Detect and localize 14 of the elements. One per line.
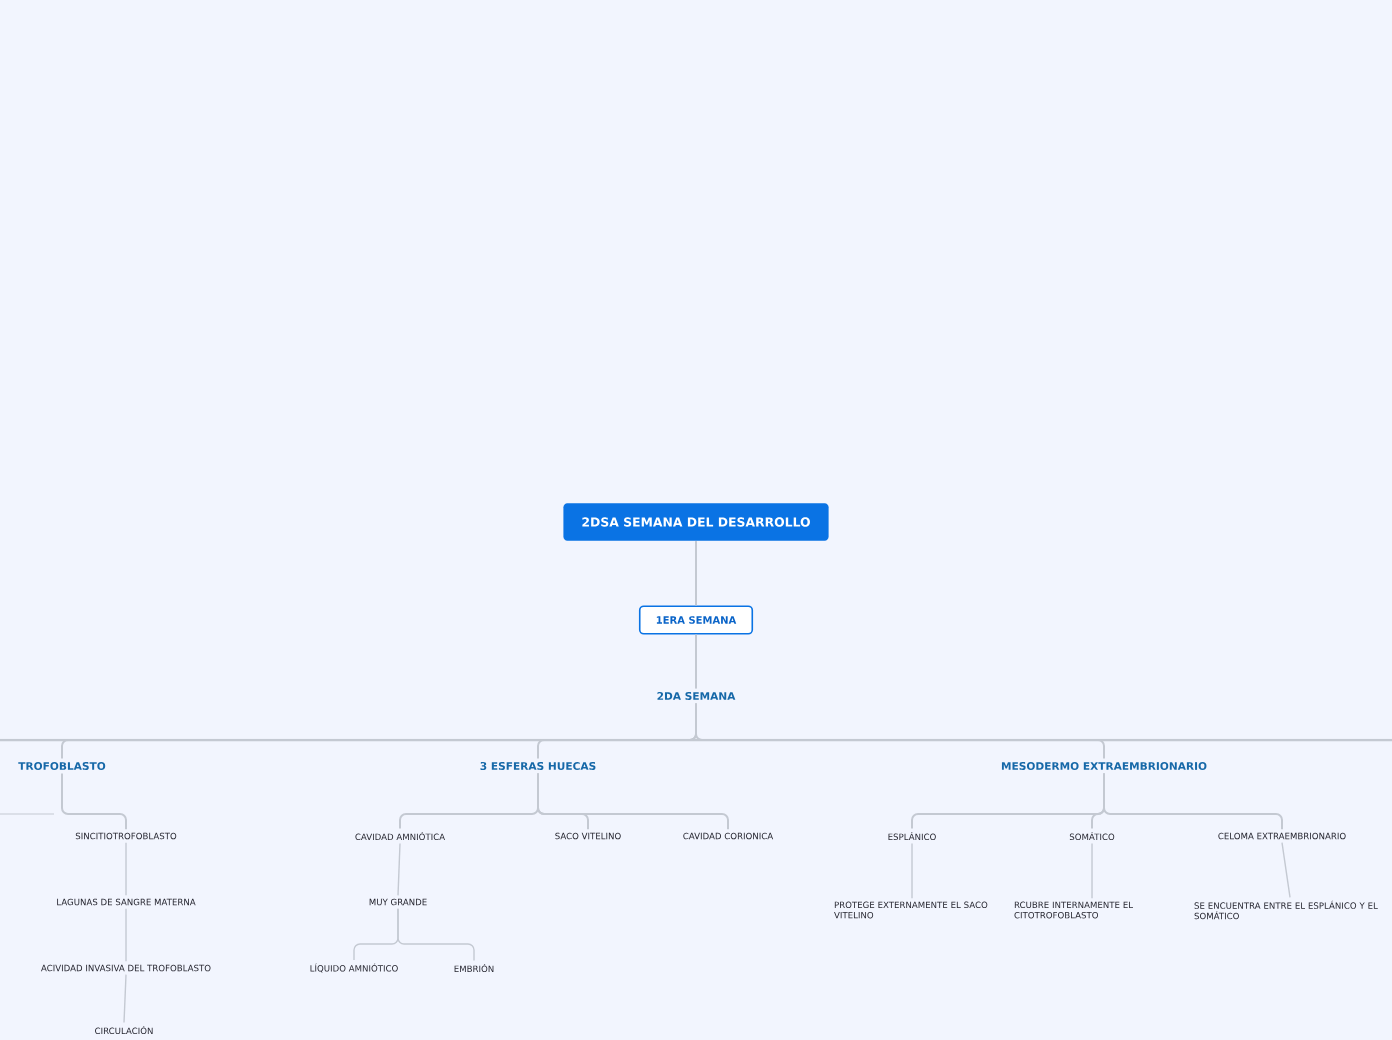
connector-line — [397, 907, 475, 962]
connector-line — [125, 841, 127, 897]
connector-line — [1103, 772, 1283, 831]
connector-line — [61, 772, 127, 831]
connector-line — [397, 842, 401, 897]
connector-line — [537, 772, 729, 831]
connector-line — [1091, 842, 1093, 899]
connector-line — [911, 842, 913, 899]
connector-line — [125, 907, 127, 963]
connector-line — [123, 973, 127, 1024]
connector-line — [1281, 841, 1291, 899]
connector-line — [695, 540, 697, 607]
connector-line — [695, 702, 1105, 760]
connector-line — [695, 633, 697, 690]
